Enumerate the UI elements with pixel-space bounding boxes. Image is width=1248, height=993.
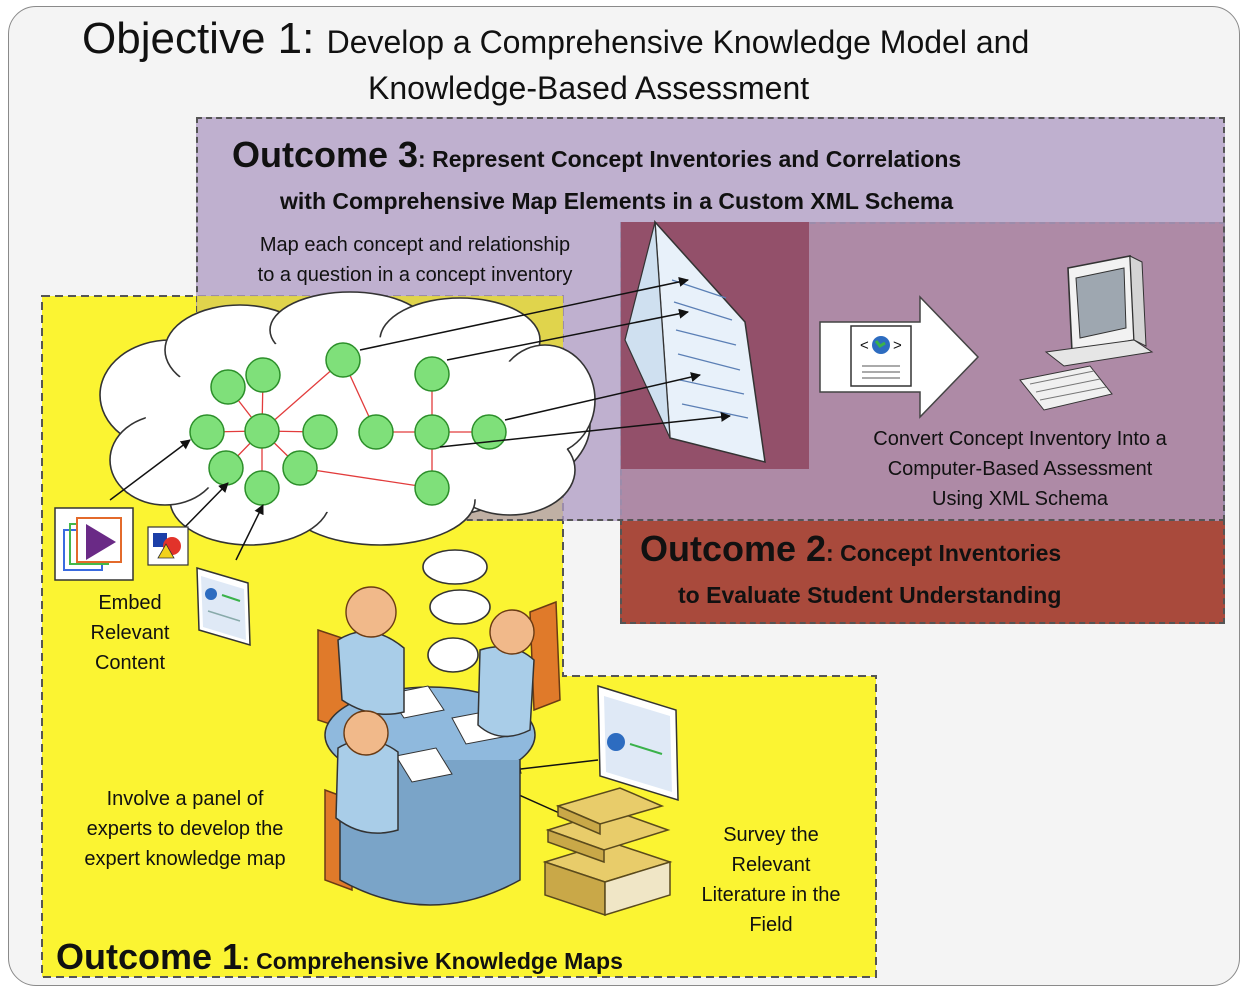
convert-line3: Using XML Schema <box>932 488 1108 510</box>
graph-nodes <box>189 342 507 506</box>
survey-line2: Relevant <box>731 854 811 876</box>
panel-line2: experts to develop the <box>86 818 284 840</box>
media-player-icon <box>54 507 134 581</box>
outcome1-title-text: : Comprehensive Knowledge Maps <box>242 948 623 974</box>
outcome3-title: Outcome 3: Represent Concept Inventories… <box>232 134 961 176</box>
outcome2-title-line2: to Evaluate Student Understanding <box>678 582 1062 608</box>
outcome1-prefix: Outcome 1 <box>56 936 243 977</box>
objective-title-line1: Develop a Comprehensive Knowledge Model … <box>326 24 1030 60</box>
web-page-icon <box>196 566 251 647</box>
panel-note: Involve a panel of experts to develop th… <box>60 784 310 874</box>
survey-line3: Literature in the <box>701 884 841 906</box>
embed-note: Embed Relevant Content <box>60 588 200 678</box>
map-note-line1: Map each concept and relationship <box>259 234 571 256</box>
panel-line1: Involve a panel of <box>106 788 264 810</box>
survey-line4: Field <box>749 914 793 936</box>
outcome2-prefix: Outcome 2 <box>640 528 827 569</box>
embed-line3: Content <box>94 652 166 674</box>
convert-line2: Computer-Based Assessment <box>887 458 1153 480</box>
convert-line1: Convert Concept Inventory Into a <box>873 428 1167 450</box>
convert-note: Convert Concept Inventory Into a Compute… <box>820 424 1220 514</box>
outcome3-prefix: Outcome 3 <box>232 134 419 175</box>
panel-line3: expert knowledge map <box>84 848 286 870</box>
survey-note: Survey the Relevant Literature in the Fi… <box>676 820 866 940</box>
literature-web-page-icon <box>597 684 679 802</box>
survey-line1: Survey the <box>723 824 819 846</box>
xml-file-icon: < > <box>850 325 912 387</box>
objective-title-line2: Knowledge-Based Assessment <box>368 70 810 106</box>
outcome2-title-line1: : Concept Inventories <box>826 540 1062 566</box>
svg-text:>: > <box>893 337 902 354</box>
svg-text:<: < <box>860 337 869 354</box>
map-note-line2: to a question in a concept inventory <box>257 264 573 286</box>
objective-prefix: Objective 1: <box>82 14 315 63</box>
shapes-icon <box>147 526 189 566</box>
outcome3-title-line1: : Represent Concept Inventories and Corr… <box>418 146 962 172</box>
outcome1-title: Outcome 1: Comprehensive Knowledge Maps <box>56 936 623 978</box>
map-note: Map each concept and relationship to a q… <box>210 230 620 290</box>
embed-line1: Embed <box>98 592 162 614</box>
outcome2-title: Outcome 2: Concept Inventories <box>640 528 1061 570</box>
computer-icon <box>1019 255 1154 411</box>
outcome3-title-line2: with Comprehensive Map Elements in a Cus… <box>280 188 954 214</box>
embed-line2: Relevant <box>90 622 170 644</box>
